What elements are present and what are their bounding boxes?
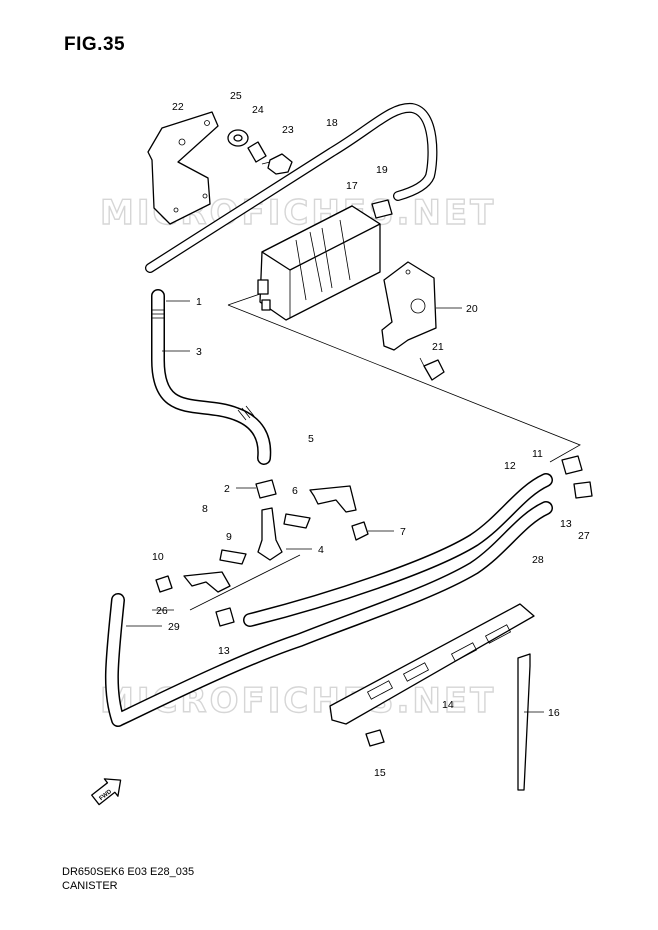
- screw-10: [155, 575, 173, 593]
- callout-4: 4: [318, 544, 324, 556]
- callout-24: 24: [252, 104, 264, 116]
- callout-21: 21: [432, 341, 444, 353]
- holder-8: [183, 571, 231, 593]
- callout-1: 1: [196, 296, 202, 308]
- bracket-20: [381, 261, 437, 351]
- hose-12: [243, 473, 553, 627]
- clamp-27: [573, 481, 593, 499]
- callout-20: 20: [466, 303, 478, 315]
- callout-19: 19: [376, 164, 388, 176]
- figure-code: DR650SEK6 E03 E28_035: [62, 866, 195, 878]
- bolt-15: [365, 729, 385, 747]
- callout-2: 2: [224, 483, 230, 495]
- cushion-6: [283, 513, 311, 529]
- callout-18: 18: [326, 117, 338, 129]
- callout-29: 29: [168, 621, 180, 633]
- callout-27: 27: [578, 530, 590, 542]
- clamp-2: [255, 479, 277, 499]
- clamp-19: [371, 199, 393, 219]
- callout-25: 25: [230, 90, 242, 102]
- callout-13a: 13: [560, 518, 572, 530]
- cable-tie-16: [517, 653, 531, 791]
- callout-16: 16: [548, 707, 560, 719]
- callout-13b: 13: [218, 645, 230, 657]
- bracket-22: [147, 111, 219, 225]
- cushion-9: [219, 549, 247, 565]
- callout-14: 14: [442, 699, 454, 711]
- fitting-4: [257, 507, 283, 561]
- callout-12: 12: [504, 460, 516, 472]
- callout-9: 9: [226, 531, 232, 543]
- callout-7: 7: [400, 526, 406, 538]
- canister-17: [257, 205, 381, 321]
- callout-5: 5: [308, 433, 314, 445]
- hose-28: [104, 501, 553, 727]
- callout-17: 17: [346, 180, 358, 192]
- breather-hose-18: [145, 102, 438, 273]
- callout-22: 22: [172, 101, 184, 113]
- callout-28: 28: [532, 554, 544, 566]
- callout-11: 11: [532, 448, 543, 460]
- bolt-23: [261, 153, 293, 175]
- hose-3: [151, 289, 272, 465]
- callout-15: 15: [374, 767, 386, 779]
- reference-lines: [189, 275, 581, 611]
- callout-23: 23: [282, 124, 294, 136]
- grommet-25: [227, 129, 249, 147]
- bracket-14: [329, 603, 535, 725]
- callout-8: 8: [202, 503, 208, 515]
- fwd-arrow-icon: FWD: [91, 778, 122, 806]
- callout-6: 6: [292, 485, 298, 497]
- leader-lines: [126, 300, 544, 713]
- bracket-5: [309, 485, 357, 513]
- callout-10: 10: [152, 551, 164, 563]
- bolt-21: [419, 357, 445, 381]
- figure-title: FIG.35: [64, 34, 126, 55]
- clamp-13: [215, 607, 235, 627]
- clamp-11: [561, 455, 583, 475]
- figure-name: CANISTER: [62, 880, 118, 892]
- collar-24: [247, 141, 267, 163]
- callout-3: 3: [196, 346, 202, 358]
- screw-7: [351, 521, 369, 541]
- callout-26: 26: [156, 605, 168, 617]
